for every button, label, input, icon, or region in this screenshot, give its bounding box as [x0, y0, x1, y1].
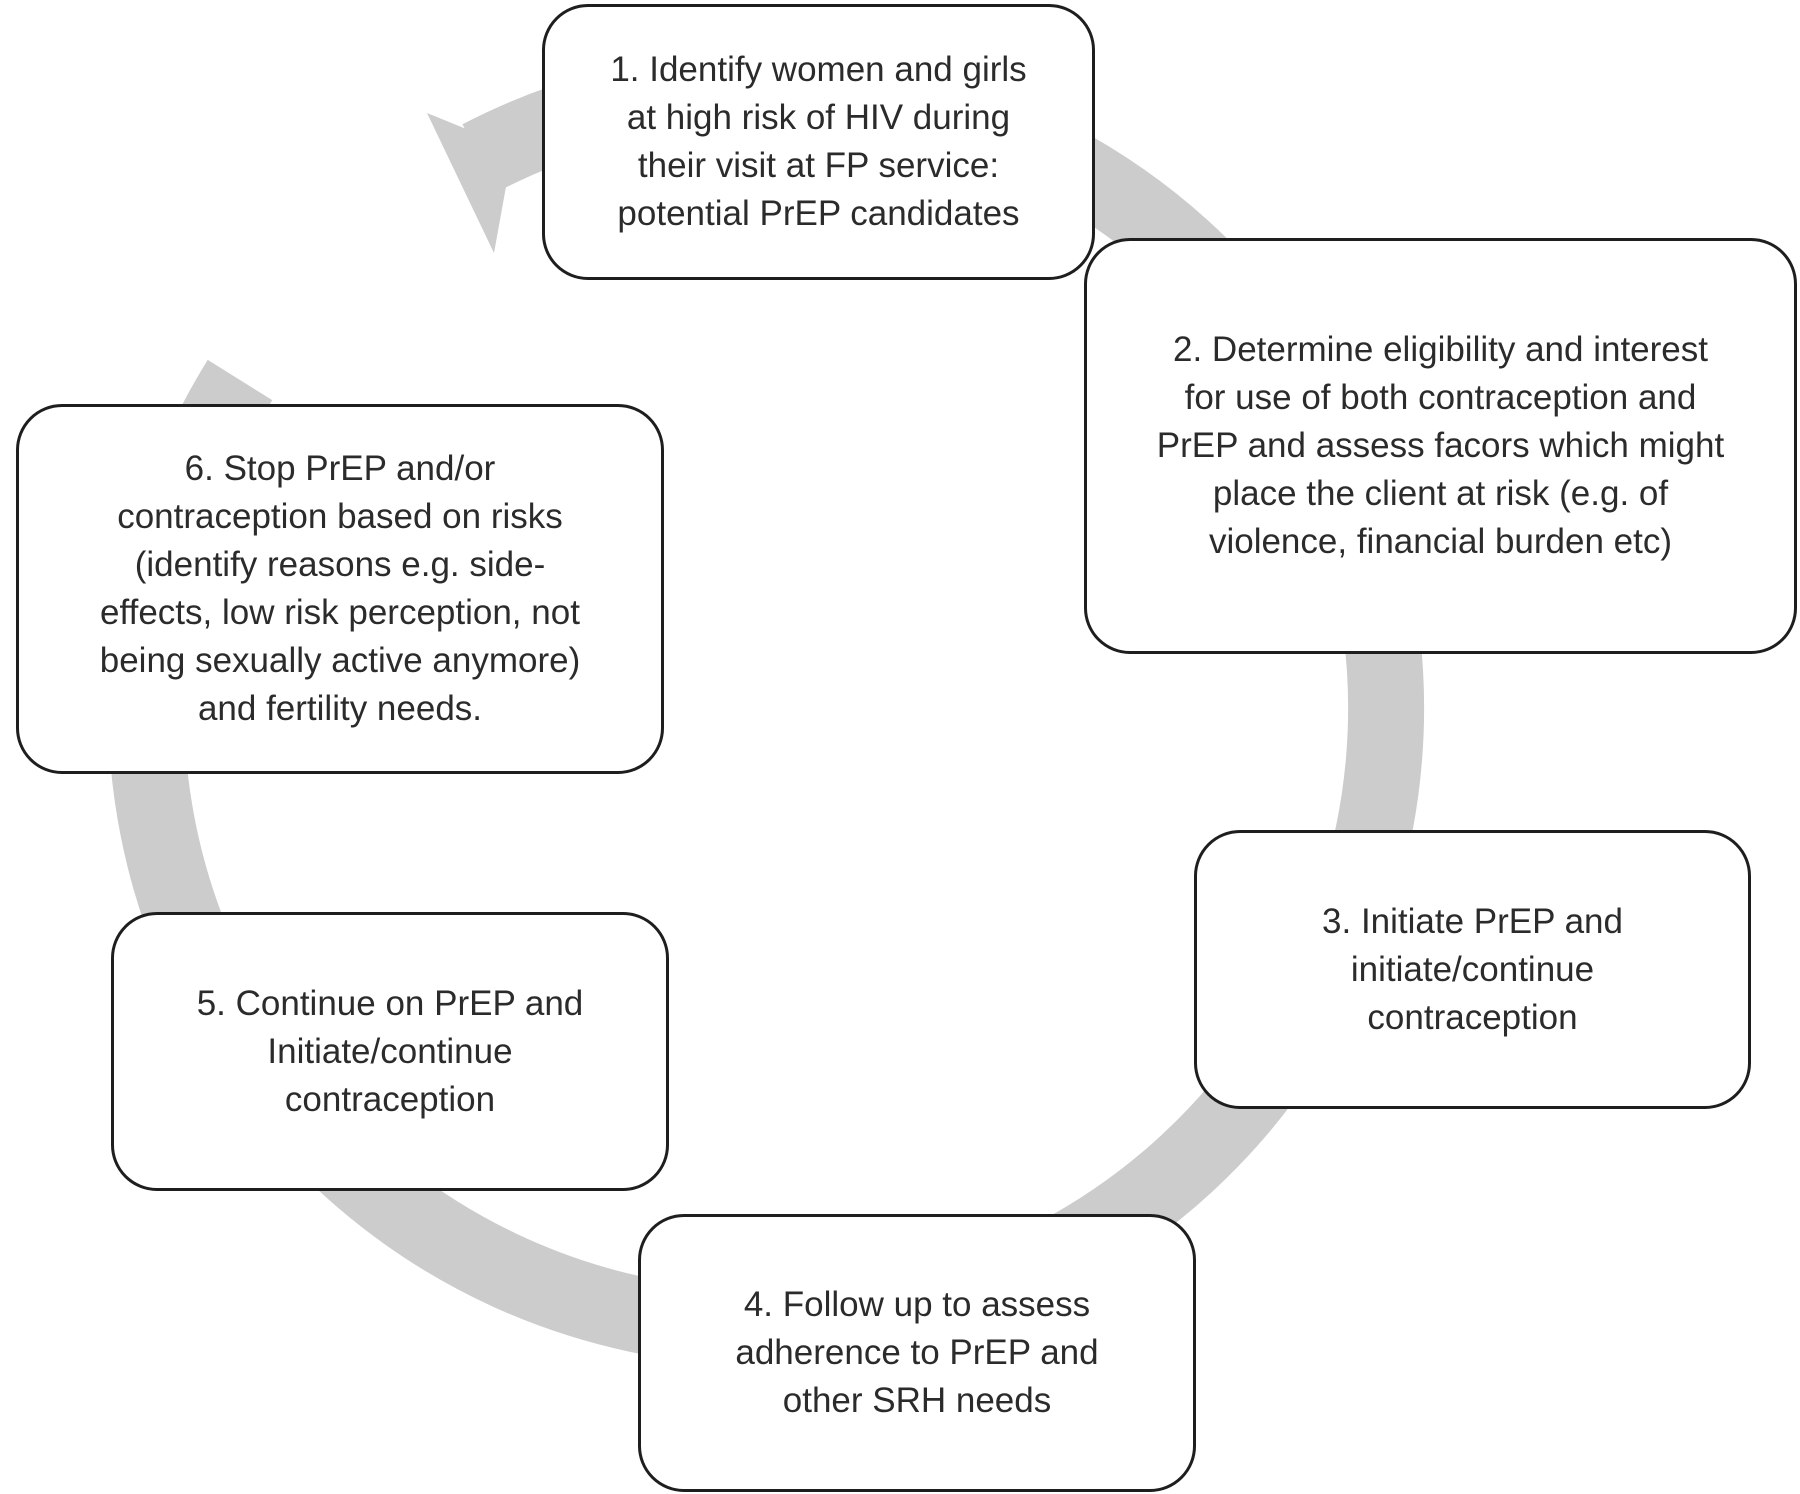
step-4-line: other SRH needs [782, 1381, 1052, 1420]
step-6-line: effects, low risk perception, not [100, 593, 580, 632]
step-3-text: 3. Initiate PrEP and initiate/continue c… [1322, 898, 1623, 1042]
step-3-line: contraception [1367, 997, 1578, 1037]
step-6-line: 6. Stop PrEP and/or [184, 449, 496, 488]
step-6-line: contraception based on risks [117, 497, 563, 536]
step-3-line: initiate/continue [1350, 949, 1595, 989]
step-1-line: their visit at FP service: [637, 146, 1000, 185]
step-1-line: 1. Identify women and girls [610, 50, 1027, 89]
step-4-text: 4. Follow up to assess adherence to PrEP… [735, 1281, 1098, 1425]
step-5-line: Initiate/continue [267, 1031, 513, 1071]
cycle-arrow-head [427, 113, 513, 253]
step-2-box: 2. Determine eligibility and interest fo… [1084, 238, 1797, 654]
step-2-line: for use of both contraception and [1184, 378, 1697, 417]
step-4-box: 4. Follow up to assess adherence to PrEP… [638, 1214, 1196, 1492]
step-1-text: 1. Identify women and girls at high risk… [610, 46, 1026, 238]
step-1-line: at high risk of HIV during [626, 98, 1011, 137]
step-1-line: potential PrEP candidates [617, 194, 1020, 233]
step-3-line: 3. Initiate PrEP and [1322, 901, 1623, 941]
step-6-text: 6. Stop PrEP and/or contraception based … [100, 445, 581, 733]
step-1-box: 1. Identify women and girls at high risk… [542, 4, 1095, 280]
step-5-line: 5. Continue on PrEP and [196, 983, 584, 1023]
step-2-line: 2. Determine eligibility and interest [1173, 330, 1708, 369]
step-5-text: 5. Continue on PrEP and Initiate/continu… [197, 980, 584, 1124]
step-5-line: contraception [284, 1079, 496, 1119]
step-4-line: adherence to PrEP and [735, 1333, 1099, 1372]
step-3-box: 3. Initiate PrEP and initiate/continue c… [1194, 830, 1751, 1109]
step-6-line: (identify reasons e.g. side- [134, 545, 546, 584]
step-6-box: 6. Stop PrEP and/or contraception based … [16, 404, 664, 774]
step-2-text: 2. Determine eligibility and interest fo… [1157, 326, 1724, 566]
step-2-line: PrEP and assess facors which might [1156, 426, 1725, 465]
step-2-line: place the client at risk (e.g. of [1212, 474, 1669, 513]
step-2-line: violence, financial burden etc) [1208, 522, 1673, 561]
step-5-box: 5. Continue on PrEP and Initiate/continu… [111, 912, 669, 1191]
step-4-line: 4. Follow up to assess [743, 1285, 1091, 1324]
step-6-line: and fertility needs. [197, 689, 483, 728]
step-6-line: being sexually active anymore) [99, 641, 581, 680]
